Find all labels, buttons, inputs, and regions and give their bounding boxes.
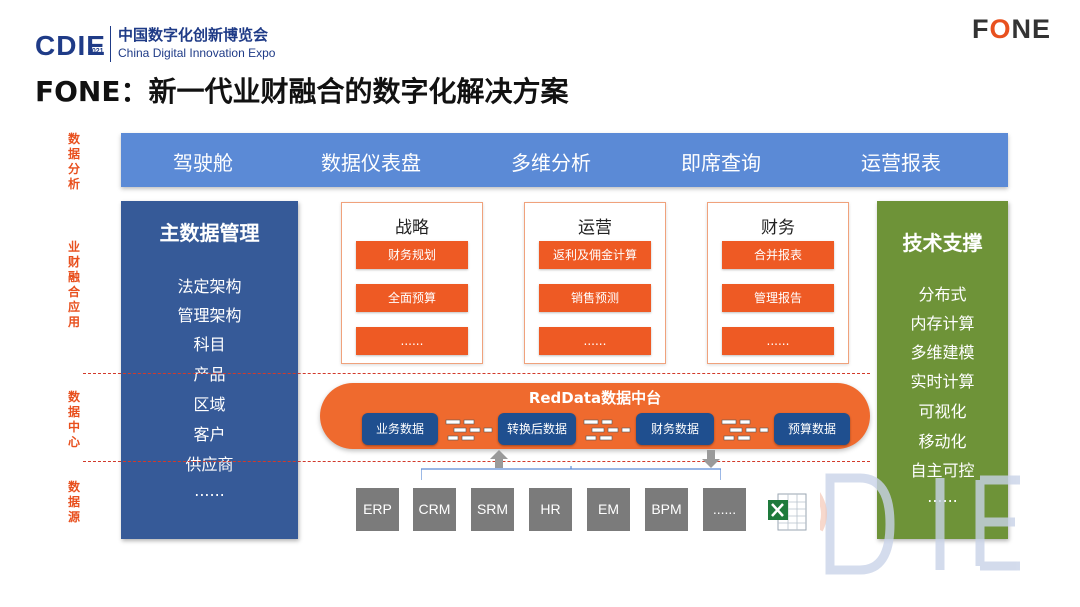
tech-support-item: 多维建模 [910,343,975,362]
layer-label-center: 数据中心 [67,390,80,449]
business-item-button[interactable]: 返利及佣金计算 [539,241,651,269]
master-data-item: 科目 [193,335,226,354]
fone-logo-f: F [972,14,990,44]
layer-label-source: 数据源 [67,480,80,524]
business-item-button[interactable]: ...... [356,327,468,355]
layer-label-analysis: 数据分析 [67,132,80,191]
layer-divider [83,373,870,374]
data-flow-connector-icon [583,419,631,441]
fone-logo: FONE [972,14,1051,45]
platform-pill-transformed-data[interactable]: 转换后数据 [498,413,576,445]
analysis-item-cockpit[interactable]: 驾驶舱 [173,151,233,175]
analysis-item-dashboard[interactable]: 数据仪表盘 [321,151,421,175]
tech-support-title: 技术支撑 [902,231,983,255]
platform-pill-finance-data[interactable]: 财务数据 [636,413,714,445]
tech-support-item: 可视化 [918,402,967,421]
arrow-down-icon [702,450,720,468]
excel-icon[interactable] [766,490,808,534]
business-item-button[interactable]: 全面预算 [356,284,468,312]
layer-divider [83,461,870,462]
business-box-operations: 运营 返利及佣金计算 销售预测 ...... [524,202,666,364]
fone-logo-ne: NE [1011,14,1052,44]
master-data-item: 产品 [193,365,226,384]
business-item-button[interactable]: ...... [722,327,834,355]
source-crm[interactable]: CRM [413,488,456,531]
tech-support-item: 自主可控 [910,461,975,480]
source-em[interactable]: EM [587,488,630,531]
master-data-item: 客户 [193,425,226,444]
data-flow-connector-icon [721,419,769,441]
source-bracket [421,466,721,480]
source-erp[interactable]: ERP [356,488,399,531]
business-box-finance: 财务 合并报表 管理报告 ...... [707,202,849,364]
business-item-button[interactable]: 合并报表 [722,241,834,269]
business-box-title: 战略 [395,218,429,238]
master-data-item: 管理架构 [177,306,242,325]
platform-pill-budget-data[interactable]: 预算数据 [774,413,850,445]
tech-support-item: 移动化 [918,432,967,451]
platform-pill-business-data[interactable]: 业务数据 [362,413,438,445]
business-box-title: 运营 [578,218,612,238]
platform-title: RedData数据中台 [528,389,662,407]
business-box-strategy: 战略 财务规划 全面预算 ...... [341,202,483,364]
analysis-item-multidim[interactable]: 多维分析 [511,151,591,175]
business-box-title: 财务 [761,218,795,238]
analysis-item-adhoc-query[interactable]: 即席查询 [681,151,761,175]
fone-logo-o: O [989,14,1012,44]
master-data-panel: 主数据管理 法定架构 管理架构 科目 产品 区域 客户 供应商 ...... [121,201,298,539]
data-flow-connector-icon [445,419,493,441]
tech-support-item: 实时计算 [910,372,975,391]
master-data-item: 区域 [193,395,226,414]
layer-label-business: 业财融合应用 [67,240,80,329]
business-item-button[interactable]: 销售预测 [539,284,651,312]
cdie-watermark [820,473,1020,575]
master-data-title: 主数据管理 [159,221,260,245]
master-data-item: 供应商 [185,455,234,474]
source-srm[interactable]: SRM [471,488,514,531]
analysis-item-ops-report[interactable]: 运营报表 [861,151,941,175]
expo-name-en: China Digital Innovation Expo [118,46,276,60]
business-item-button[interactable]: 财务规划 [356,241,468,269]
expo-name-cn: 中国数字化创新博览会 [118,26,269,44]
tech-support-item: 内存计算 [910,314,975,333]
cdie-logo: CDIE [35,30,106,61]
business-item-button[interactable]: 管理报告 [722,284,834,312]
logo-divider [110,26,111,62]
page-title: FONE：新一代业财融合的数字化解决方案 [35,75,569,108]
master-data-item: 法定架构 [177,277,242,296]
analysis-bar: 驾驶舱 数据仪表盘 多维分析 即席查询 运营报表 [121,133,1008,187]
arrow-up-icon [490,450,508,468]
source-hr[interactable]: HR [529,488,572,531]
source-bpm[interactable]: BPM [645,488,688,531]
master-data-item: ...... [194,481,225,500]
business-item-button[interactable]: ...... [539,327,651,355]
tech-support-item: 分布式 [918,285,967,304]
cdie-logo-year: 2021 [88,48,104,55]
source-more[interactable]: ...... [703,488,746,531]
